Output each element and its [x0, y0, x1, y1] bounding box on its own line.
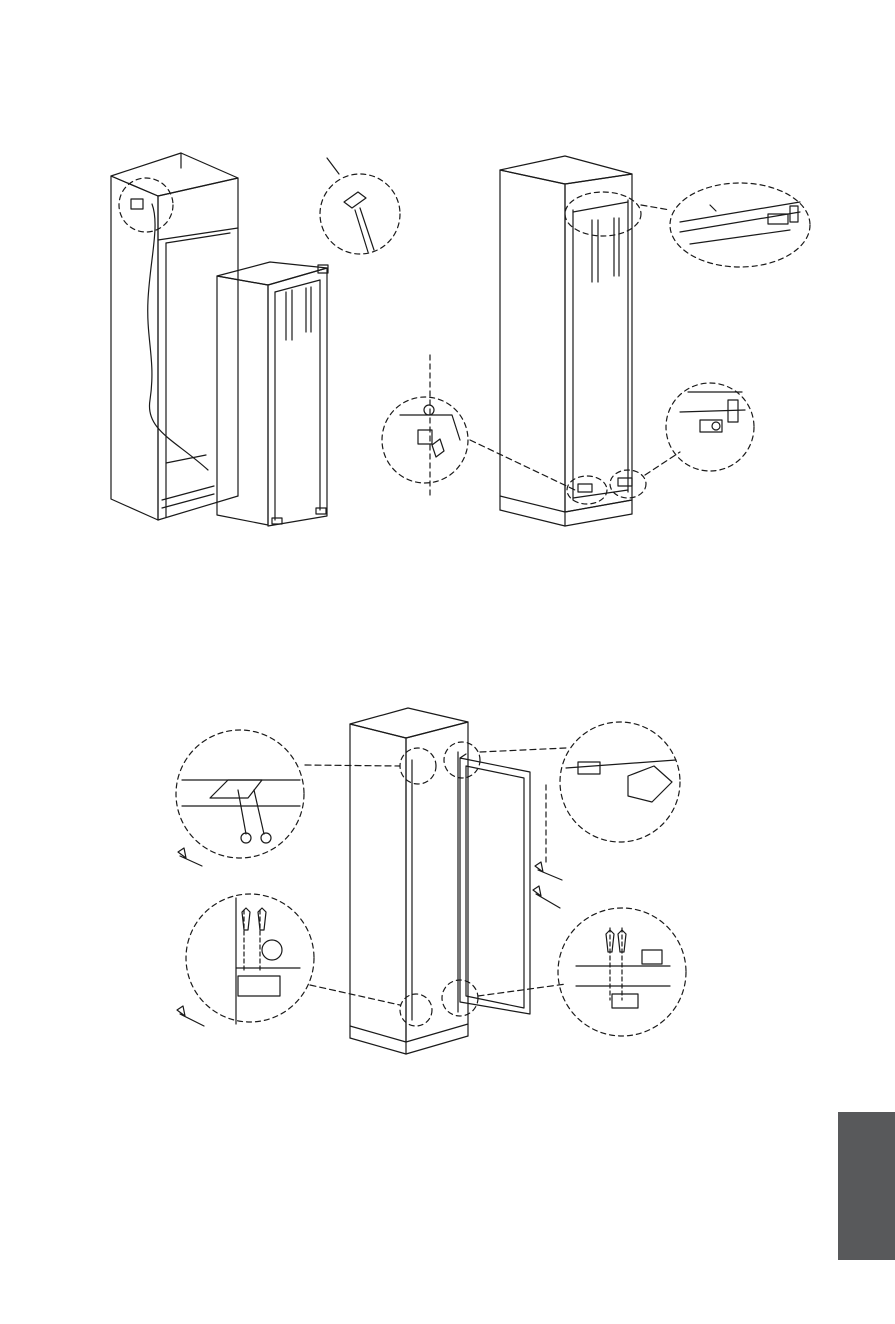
installed-cabinet — [500, 156, 632, 526]
tall-cabinet — [111, 153, 238, 520]
step2-figure — [382, 156, 810, 526]
step3-figure — [176, 708, 686, 1054]
open-door — [460, 754, 530, 1014]
cabinet-with-door — [350, 708, 468, 1054]
appliance — [217, 262, 328, 526]
step1-figure — [111, 153, 400, 526]
screw-icon — [177, 848, 562, 1026]
top-bracket-ring — [565, 192, 641, 236]
top-bracket-detail — [670, 183, 810, 267]
side-tab — [838, 1112, 895, 1260]
socket-callout-ring — [119, 178, 173, 232]
top-right-hinge-detail — [546, 722, 680, 866]
plug-detail — [320, 158, 400, 254]
bottom-left-bracket-detail — [382, 355, 468, 495]
bottom-right-hinge-screws — [558, 908, 686, 1036]
top-left-hinge-screws — [176, 730, 304, 858]
bottom-right-bracket-detail — [666, 383, 754, 471]
bottom-left-hinge-screws — [186, 894, 314, 1024]
